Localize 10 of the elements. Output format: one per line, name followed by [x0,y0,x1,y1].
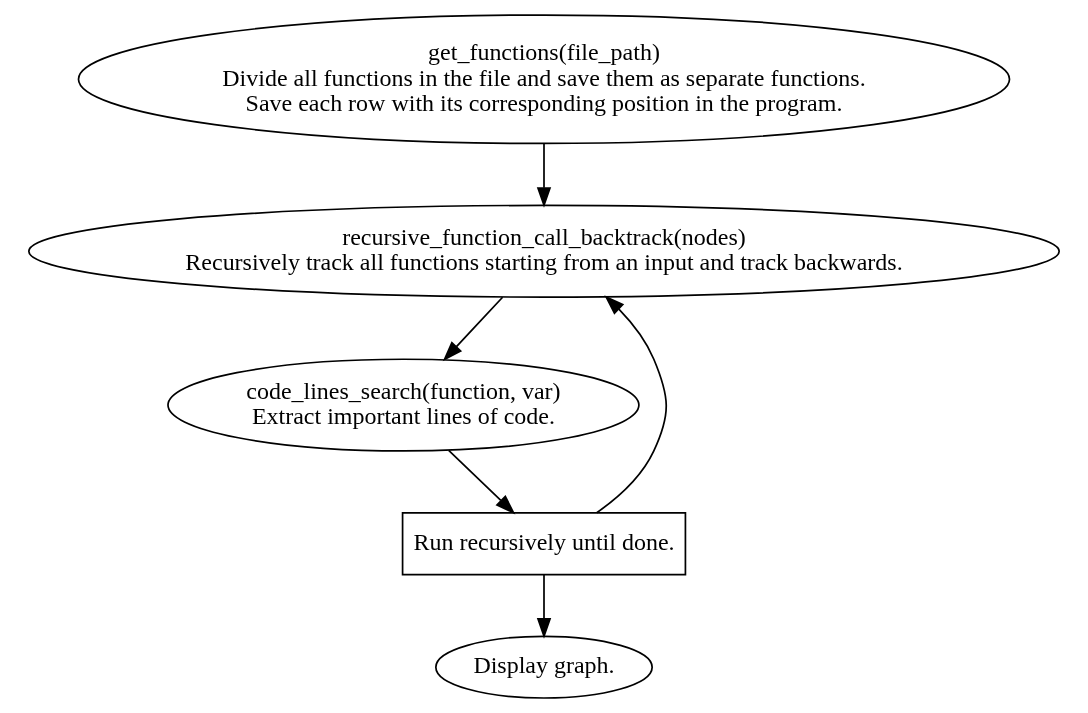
arrow [595,295,668,514]
arrow [442,296,504,362]
arrow [447,449,516,515]
node-ellipse: get_functions(file_path) Divide all functions in the file and save them as separate functions. Save each row with its corresponding position in the program. [77,14,1011,145]
node-ellipse: recursive_function_call_backtrack(nodes) Recursively track all functions starting from an input and track backwards. [27,204,1061,298]
node-box: Run recursively until done. [401,512,687,576]
node-ellipse: code_lines_search(function, var) Extract important lines of code. [167,358,640,452]
arrow [536,574,552,639]
arrow [536,142,552,208]
node-ellipse: Display graph. [435,635,653,699]
